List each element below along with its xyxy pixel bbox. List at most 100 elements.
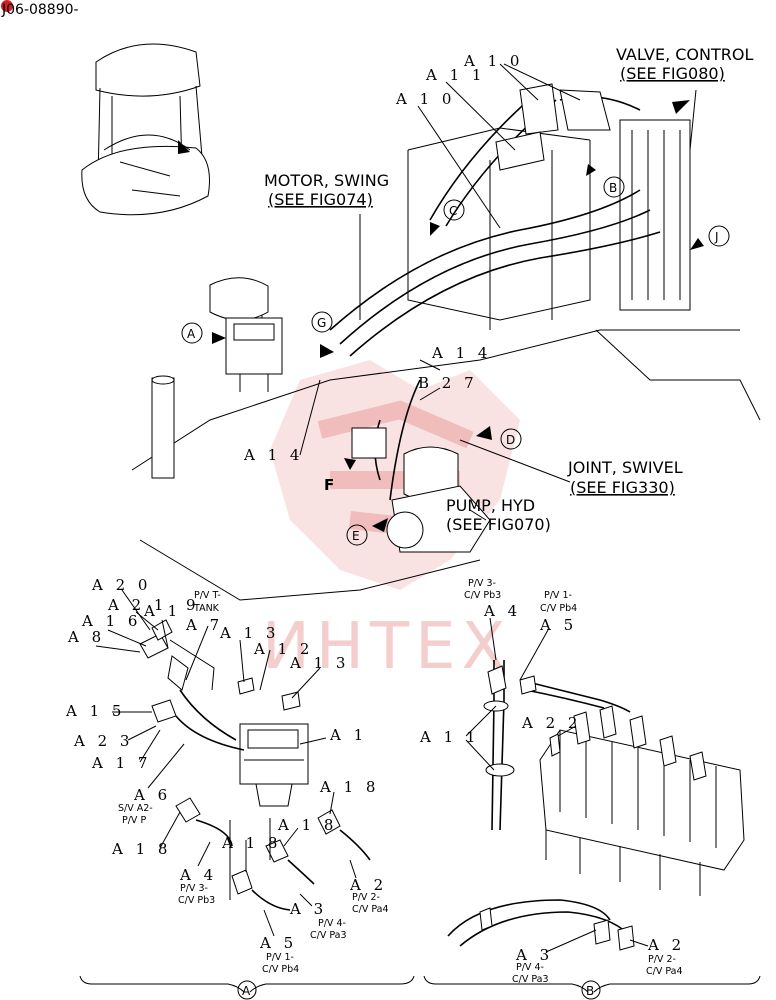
note-pv3-2-a: C/V Pb3 — [178, 895, 215, 906]
watermark-text: ИНТЕХ — [262, 610, 511, 684]
svg-text:A: A — [187, 327, 196, 341]
motor-swing-ref: (SEE FIG074) — [268, 190, 373, 209]
code-a13-right: A 1 3 — [289, 654, 349, 672]
code-a3-detail-b: A 3 — [515, 946, 553, 964]
note-pv2-1-b: P/V 2- — [648, 954, 676, 965]
arrow-b-icon — [586, 164, 596, 176]
code-a20: A 2 0 — [91, 576, 151, 594]
svg-text:C: C — [449, 204, 457, 218]
code-b27: B 2 7 — [418, 374, 478, 392]
thumbnail-arrow-icon — [178, 140, 190, 154]
code-a11-detail-b: A 1 1 — [419, 728, 479, 746]
code-a4-detail-b: A 4 — [483, 602, 521, 620]
arrow-d-icon — [476, 426, 492, 440]
code-a7: A 7 — [185, 616, 223, 634]
code-a4-detail-a: A 4 — [179, 866, 217, 884]
code-a16: A 1 6 — [81, 612, 141, 630]
code-a5-detail-b: A 5 — [539, 616, 577, 634]
bracket-marker-a: A — [237, 980, 257, 1000]
code-a17: A 1 7 — [91, 754, 151, 772]
motor-swing-title: MOTOR, SWING — [264, 171, 389, 190]
arrow-f-icon — [344, 458, 356, 470]
main-arrows — [212, 100, 704, 532]
view-markers: A G B C J D E F — [181, 176, 730, 546]
code-a12: A 1 2 — [253, 640, 313, 658]
code-a8: A 8 — [67, 628, 105, 646]
marker-j: J — [708, 225, 730, 247]
arrow-e-icon — [372, 518, 388, 532]
code-a18-low: A 1 8 — [221, 834, 281, 852]
header-badge-icon — [1, 0, 13, 12]
marker-g: G — [311, 311, 333, 333]
note-pv4-2-a: C/V Pa3 — [310, 930, 347, 941]
marker-b: B — [603, 176, 625, 198]
code-a6: A 6 — [133, 786, 171, 804]
note-pv3-2-b: C/V Pb3 — [464, 590, 501, 601]
note-pv2-2-b: C/V Pa4 — [646, 966, 683, 977]
doc-number: J06-08890- — [1, 2, 79, 18]
note-pv-t-tank-1: P/V T- — [194, 590, 221, 601]
valve-control-ref: (SEE FIG080) — [620, 64, 725, 83]
note-pv1-1-a: P/V 1- — [266, 952, 294, 963]
code-a13-top: A 1 3 — [219, 624, 279, 642]
note-pv4-1-a: P/V 4- — [318, 918, 346, 929]
arrow-c-icon — [430, 222, 440, 236]
detail-a: A 2 0 A 2 1 A 1 9 A 1 6 A 8 A 7 A 1 3 A … — [65, 576, 389, 975]
arrow-a-icon — [212, 332, 226, 344]
code-a18-right: A 1 8 — [319, 778, 379, 796]
code-a3-detail-a: A 3 — [289, 900, 327, 918]
note-pv2-1-a: P/V 2- — [352, 892, 380, 903]
code-a15: A 1 5 — [65, 702, 125, 720]
detail-b: A 4 A 5 A 1 1 A 2 2 A 3 A 2 P/V 3- C/V P… — [419, 578, 745, 985]
bracket-marker-b: B — [581, 980, 601, 1000]
machine-thumbnail — [81, 43, 210, 216]
code-a23: A 2 3 — [73, 732, 133, 750]
note-sv-a2-2: P/V P — [122, 815, 146, 826]
note-pv3-1-b: P/V 3- — [468, 578, 496, 589]
pump-hyd-ref: (SEE FIG070) — [446, 515, 551, 534]
main-labels: VALVE, CONTROL (SEE FIG080) MOTOR, SWING… — [243, 45, 753, 534]
code-a14-left: A 1 4 — [243, 446, 303, 464]
svg-text:J: J — [714, 230, 719, 244]
code-a10-left: A 1 0 — [395, 90, 455, 108]
code-a5-detail-a: A 5 — [259, 934, 297, 952]
note-pv4-1-b: P/V 4- — [516, 962, 544, 973]
code-a2-detail-b: A 2 — [647, 936, 685, 954]
code-a10-top: A 1 0 — [463, 52, 523, 70]
code-a18-mid: A 1 8 — [277, 816, 337, 834]
bottom-brackets: A B — [79, 975, 761, 1000]
marker-f: F — [324, 476, 334, 494]
header: J06-08890- — [1, 0, 79, 18]
arrow-g-icon — [320, 344, 334, 358]
svg-text:B: B — [586, 984, 594, 998]
note-pv1-1-b: P/V 1- — [544, 590, 572, 601]
arrow-j-icon — [690, 238, 704, 250]
code-a14-mid: A 1 4 — [431, 344, 491, 362]
svg-text:A: A — [242, 984, 251, 998]
svg-text:D: D — [506, 433, 515, 447]
pump-hyd-title: PUMP, HYD — [446, 496, 535, 515]
note-pv3-1-a: P/V 3- — [180, 883, 208, 894]
svg-text:E: E — [352, 529, 360, 543]
code-a11-top: A 1 1 — [425, 66, 485, 84]
arrow-valve-icon — [672, 100, 690, 114]
note-pv-t-tank-2: TANK — [193, 603, 220, 614]
main-assembly — [131, 63, 761, 601]
code-a21: A 2 1 — [107, 596, 167, 614]
marker-a: A — [181, 322, 203, 344]
code-a1: A 1 — [329, 726, 367, 744]
code-a18-left: A 1 8 — [111, 840, 171, 858]
joint-swivel-ref: (SEE FIG330) — [570, 478, 675, 497]
svg-text:B: B — [609, 181, 617, 195]
code-a22: A 2 2 — [521, 714, 581, 732]
code-a19: A 1 — [143, 602, 181, 620]
valve-control-title: VALVE, CONTROL — [616, 45, 753, 64]
code-a9: 9 — [186, 596, 200, 614]
marker-d: D — [500, 428, 522, 450]
joint-swivel-title: JOINT, SWIVEL — [567, 458, 683, 477]
note-pv4-2-b: C/V Pa3 — [512, 974, 549, 985]
marker-c: C — [443, 199, 465, 221]
svg-text:G: G — [317, 316, 326, 330]
marker-e: E — [346, 524, 368, 546]
